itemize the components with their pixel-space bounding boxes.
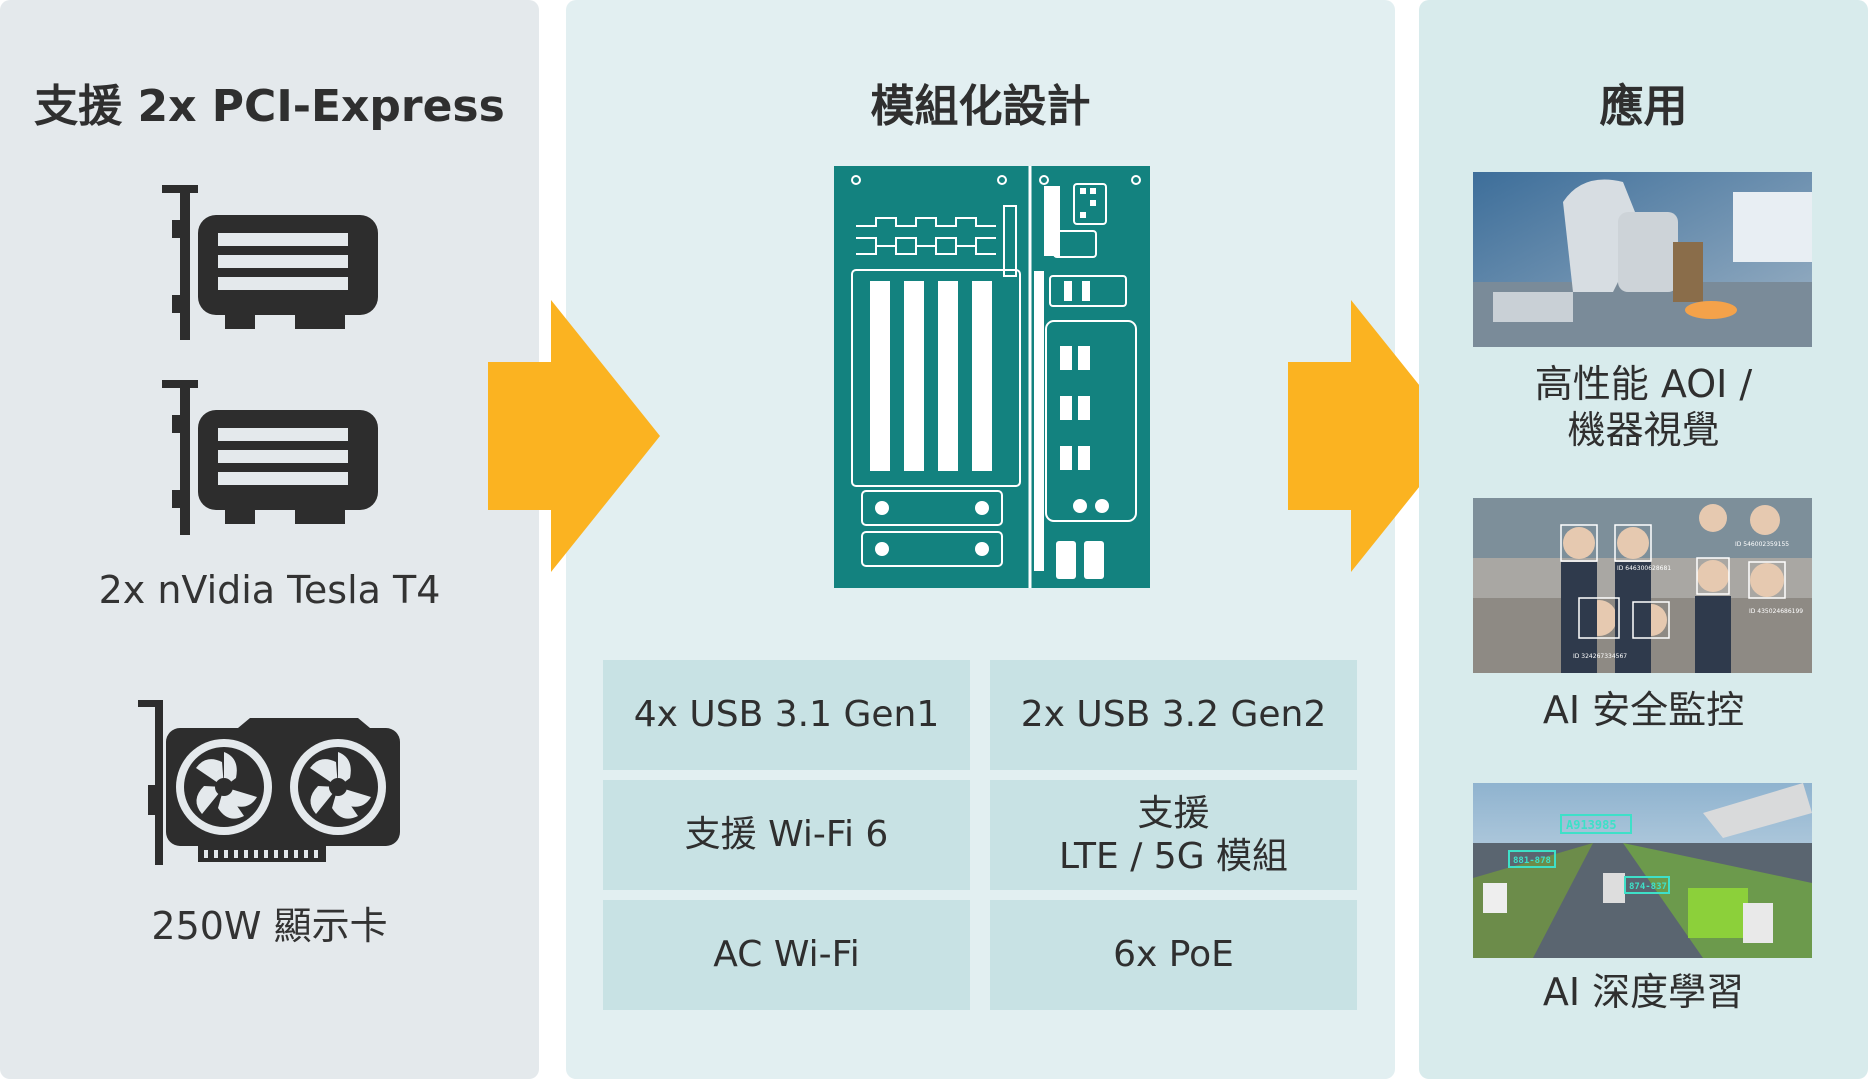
fan-icon [176, 739, 272, 835]
feature-usb32: 2x USB 3.2 Gen2 [990, 660, 1357, 770]
gpu-card-icon [162, 185, 378, 340]
aoi-caption: 高性能 AOI / 機器視覺 [1534, 362, 1753, 452]
plate-label: 874-837 [1629, 882, 1667, 892]
face-id-label: ID 435024686199 [1749, 608, 1803, 615]
feature-lte-5g: 支援 LTE / 5G 模組 [990, 780, 1357, 890]
plate-label: A913985 [1566, 818, 1617, 832]
modular-design-title: 模組化設計 [870, 81, 1091, 132]
feature-poe: 6x PoE [990, 900, 1357, 1010]
plate-label: 881-878 [1513, 856, 1551, 866]
applications-title: 應用 [1599, 81, 1688, 132]
deep-learning-caption: AI 深度學習 [1542, 970, 1745, 1014]
graphics-card-icon [138, 700, 400, 865]
gpu-caption: 2x nVidia Tesla T4 [98, 568, 441, 612]
security-caption: AI 安全監控 [1542, 688, 1745, 732]
feature-ac-wifi: AC Wi-Fi [603, 900, 970, 1010]
card-caption: 250W 顯示卡 [151, 904, 388, 948]
aoi-photo [1473, 172, 1812, 347]
deep-learning-photo: A913985 881-878 874-837 [1473, 783, 1812, 958]
face-id-label: ID 646300628681 [1617, 565, 1671, 572]
face-id-label: ID 546002359155 [1735, 541, 1789, 548]
security-photo: ID 646300628681 ID 546002359155 ID 32426… [1473, 498, 1812, 673]
applications-panel: 應用 高性能 AOI / 機器視覺 [1419, 0, 1868, 1079]
pci-express-panel: 支援 2x PCI-Express 2x nVidia Tesla T4 [0, 0, 539, 1079]
pci-express-title: 支援 2x PCI-Express [34, 81, 505, 132]
arrow-right-icon [488, 300, 660, 572]
modular-design-panel: 模組化設計 [566, 0, 1395, 1079]
fan-icon [290, 739, 386, 835]
gpu-card-icon [162, 380, 378, 535]
feature-wifi6: 支援 Wi-Fi 6 [603, 780, 970, 890]
face-id-label: ID 324267334567 [1573, 653, 1627, 660]
arrow-right-icon [1288, 300, 1460, 572]
feature-usb31: 4x USB 3.1 Gen1 [603, 660, 970, 770]
motherboard-diagram [834, 166, 1150, 588]
